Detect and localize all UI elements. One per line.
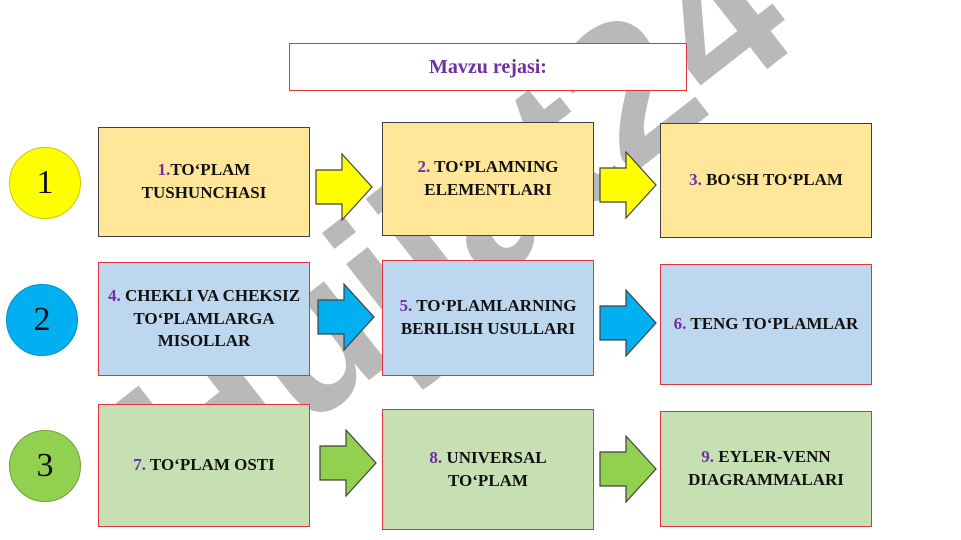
topic-1-label: TO‘PLAM TUSHUNCHASI: [141, 160, 267, 202]
page-title: Mavzu rejasi:: [429, 55, 547, 78]
topic-3-label: BO‘SH TO‘PLAM: [701, 170, 843, 190]
topic-2-label: TO‘PLAMNING ELEMENTLARI: [424, 157, 559, 199]
topic-box-3[interactable]: 3. BO‘SH TO‘PLAM: [660, 123, 872, 238]
topic-box-8[interactable]: 8. UNIVERSAL TO‘PLAM: [382, 409, 594, 530]
topic-4-num: 4.: [107, 285, 121, 305]
topic-5-num: 5.: [399, 296, 413, 316]
arrow-right-icon: [599, 288, 657, 358]
topic-box-7[interactable]: 7. TO‘PLAM OSTI: [98, 404, 310, 527]
topic-7-num: 7.: [133, 455, 146, 475]
topic-box-6[interactable]: 6. TENG TO‘PLAMLAR: [660, 264, 872, 385]
topic-box-9[interactable]: 9. EYLER-VENN DIAGRAMMALARI: [660, 411, 872, 527]
arrow-right-icon: [599, 434, 657, 504]
arrow-right-icon: [599, 150, 657, 220]
title-box: Mavzu rejasi:: [289, 43, 687, 91]
arrow-right-icon: [319, 428, 377, 498]
topic-box-1[interactable]: 1.TO‘PLAM TUSHUNCHASI: [98, 127, 310, 237]
topic-box-4[interactable]: 4. CHEKLI VA CHEKSIZ TO‘PLAMLARGA MISOLL…: [98, 262, 310, 376]
row-2-number: 2: [33, 301, 51, 338]
topic-box-2[interactable]: 2. TO‘PLAMNING ELEMENTLARI: [382, 122, 594, 236]
row-1-number: 1: [36, 164, 54, 201]
topic-1-num: 1.: [157, 160, 171, 180]
topic-2-num: 2.: [417, 157, 431, 177]
row-1-number-circle: 1: [9, 147, 81, 219]
topic-9-num: 9.: [701, 447, 715, 467]
topic-8-label: UNIVERSAL TO‘PLAM: [442, 447, 547, 490]
row-2-number-circle: 2: [6, 284, 78, 356]
row-3-number-circle: 3: [9, 430, 81, 502]
arrow-right-icon: [317, 282, 375, 352]
topic-3-num: 3.: [689, 170, 702, 190]
arrow-right-icon: [315, 152, 373, 222]
topic-5-label: TO‘PLAMLARNING BERILISH USULLARI: [400, 296, 577, 338]
topic-4-label: CHEKLI VA CHEKSIZ TO‘PLAMLARGA MISOLLAR: [120, 285, 301, 351]
topic-8-num: 8.: [429, 447, 443, 467]
topic-7-label: TO‘PLAM OSTI: [145, 455, 275, 475]
row-3-number: 3: [36, 447, 54, 484]
topic-9-label: EYLER-VENN DIAGRAMMALARI: [688, 447, 844, 489]
topic-box-5[interactable]: 5. TO‘PLAMLARNING BERILISH USULLARI: [382, 260, 594, 376]
topic-6-label: TENG TO‘PLAMLAR: [686, 314, 859, 334]
topic-6-num: 6.: [673, 314, 687, 334]
